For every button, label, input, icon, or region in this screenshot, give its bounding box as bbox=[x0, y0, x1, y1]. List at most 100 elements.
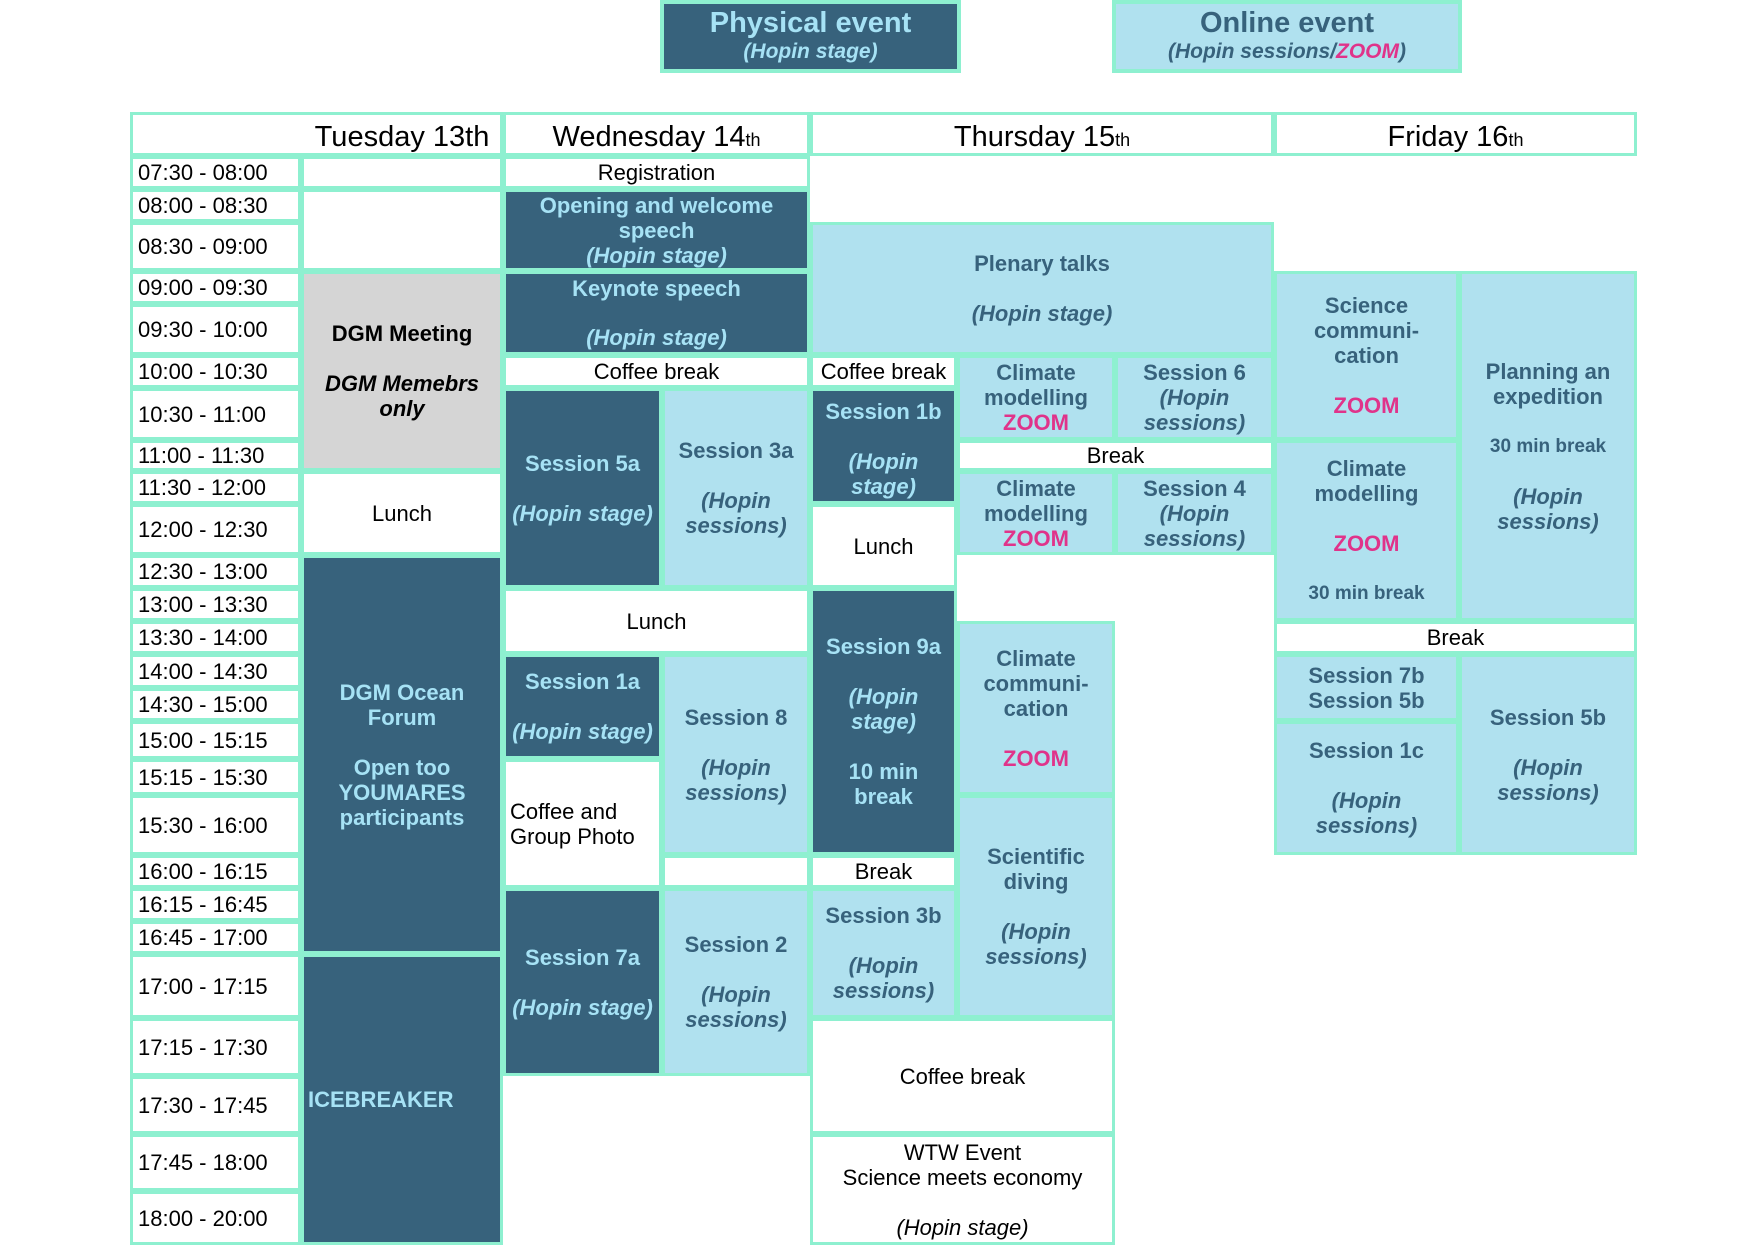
time-slot: 10:30 - 11:00 bbox=[130, 388, 301, 440]
day-header-1: Tuesday 13th bbox=[301, 112, 503, 156]
event-text: Climate bbox=[996, 360, 1076, 385]
event-text: communi- bbox=[983, 670, 1089, 696]
time-slot: 14:00 - 14:30 bbox=[130, 654, 301, 688]
event-text: (Hopin bbox=[1159, 385, 1230, 410]
time-slot: 18:00 - 20:00 bbox=[130, 1191, 301, 1245]
event-text: Lunch bbox=[372, 500, 432, 526]
legend-online-zoom: ZOOM bbox=[1336, 40, 1400, 63]
event-text: (Hopin bbox=[701, 488, 771, 513]
event-text: DGM Memebrs bbox=[324, 371, 480, 396]
header-corner bbox=[130, 112, 304, 156]
time-slot: 17:30 - 17:45 bbox=[130, 1076, 301, 1134]
event-text: Session 7a bbox=[525, 944, 640, 970]
time-slot: 07:30 - 08:00 bbox=[130, 156, 301, 189]
zoom-label: ZOOM bbox=[1003, 525, 1069, 551]
time-label: 15:00 - 15:15 bbox=[138, 727, 268, 753]
time-label: 17:30 - 17:45 bbox=[138, 1092, 268, 1118]
event-text: stage) bbox=[851, 709, 916, 734]
event-text: (Hopin bbox=[1331, 788, 1402, 813]
event-text: communi- bbox=[1313, 318, 1420, 343]
event-text: (Hopin bbox=[848, 953, 919, 978]
event-tue-empty-0730 bbox=[301, 156, 503, 189]
event-text: (Hopin stage) bbox=[586, 242, 727, 268]
time-label: 17:45 - 18:00 bbox=[138, 1150, 268, 1175]
event-wed-lunch: Lunch bbox=[503, 588, 810, 654]
event-text: cation bbox=[1003, 695, 1069, 721]
legend-online-subtitle-prefix: (Hopin sessions/ bbox=[1167, 40, 1337, 63]
event-text: Plenary talks bbox=[974, 251, 1110, 276]
event-text: sessions) bbox=[985, 944, 1087, 969]
time-slot: 11:00 - 11:30 bbox=[130, 440, 301, 471]
time-slot: 09:00 - 09:30 bbox=[130, 271, 301, 304]
day-name: Thursday 15 bbox=[953, 121, 1116, 153]
event-text: Session 5a bbox=[525, 450, 640, 476]
event-text: Session 9a bbox=[826, 634, 941, 659]
event-text: Lunch bbox=[853, 533, 914, 559]
event-text: participants bbox=[339, 804, 465, 830]
event-text: sessions) bbox=[1143, 410, 1246, 435]
day-name: Wednesday 14 bbox=[552, 121, 746, 153]
event-text: Coffee and bbox=[510, 798, 618, 824]
event-text: Break bbox=[854, 859, 913, 884]
event-text: sessions) bbox=[832, 978, 935, 1003]
time-label: 16:45 - 17:00 bbox=[138, 925, 268, 950]
day-name: Friday 16 bbox=[1387, 121, 1509, 153]
event-text: break bbox=[854, 784, 913, 809]
event-text: Session 3b bbox=[825, 903, 942, 928]
time-slot: 16:00 - 16:15 bbox=[130, 855, 301, 888]
event-text: (Hopin bbox=[701, 982, 771, 1007]
time-slot: 10:00 - 10:30 bbox=[130, 355, 301, 388]
event-text: (Hopin stage) bbox=[512, 500, 653, 526]
day-name: Tuesday 13th bbox=[314, 121, 490, 153]
time-slot: 13:30 - 14:00 bbox=[130, 621, 301, 654]
event-text: Session 3a bbox=[678, 438, 794, 463]
time-label: 12:30 - 13:00 bbox=[138, 559, 268, 584]
time-label: 11:00 - 11:30 bbox=[138, 443, 265, 468]
event-text: sessions) bbox=[1315, 813, 1418, 838]
event-text: ICEBREAKER bbox=[308, 1087, 454, 1112]
event-text: (Hopin bbox=[1513, 483, 1583, 509]
event-text: Keynote speech bbox=[572, 276, 741, 301]
event-text: (Hopin bbox=[1159, 500, 1230, 526]
event-text: Climate bbox=[996, 645, 1076, 671]
event-text: Coffee break bbox=[899, 1063, 1026, 1089]
event-text: 30 min break bbox=[1489, 435, 1607, 457]
time-label: 10:30 - 11:00 bbox=[138, 401, 267, 427]
event-text: Break bbox=[1426, 625, 1485, 650]
zoom-label: ZOOM bbox=[1333, 530, 1400, 556]
event-text: sessions) bbox=[1497, 508, 1599, 534]
time-slot: 15:00 - 15:15 bbox=[130, 721, 301, 759]
time-label: 08:00 - 08:30 bbox=[138, 193, 268, 218]
event-text: (Hopin bbox=[1001, 919, 1071, 944]
time-label: 10:00 - 10:30 bbox=[138, 359, 268, 384]
event-text: Planning an bbox=[1485, 358, 1611, 384]
time-slot: 17:00 - 17:15 bbox=[130, 954, 301, 1018]
time-label: 14:00 - 14:30 bbox=[138, 658, 268, 684]
event-text: Session 1c bbox=[1309, 738, 1424, 763]
time-slot: 16:45 - 17:00 bbox=[130, 921, 301, 954]
time-slot: 15:30 - 16:00 bbox=[130, 795, 301, 855]
event-text: sessions) bbox=[1497, 779, 1599, 805]
event-text: sessions) bbox=[685, 779, 787, 805]
time-slot: 17:15 - 17:30 bbox=[130, 1018, 301, 1076]
event-text: stage) bbox=[851, 474, 916, 499]
event-keynote: Keynote speech (Hopin stage) bbox=[503, 271, 810, 355]
event-text: (Hopin bbox=[848, 684, 919, 709]
time-label: 11:30 - 12:00 bbox=[138, 475, 267, 500]
time-slot: 13:00 - 13:30 bbox=[130, 588, 301, 621]
event-text: Forum bbox=[367, 704, 437, 730]
event-text: Session 7b bbox=[1308, 662, 1425, 688]
event-text: (Hopin stage) bbox=[586, 325, 727, 350]
event-text: Open too bbox=[353, 754, 451, 780]
event-text: Session 2 bbox=[684, 932, 788, 957]
